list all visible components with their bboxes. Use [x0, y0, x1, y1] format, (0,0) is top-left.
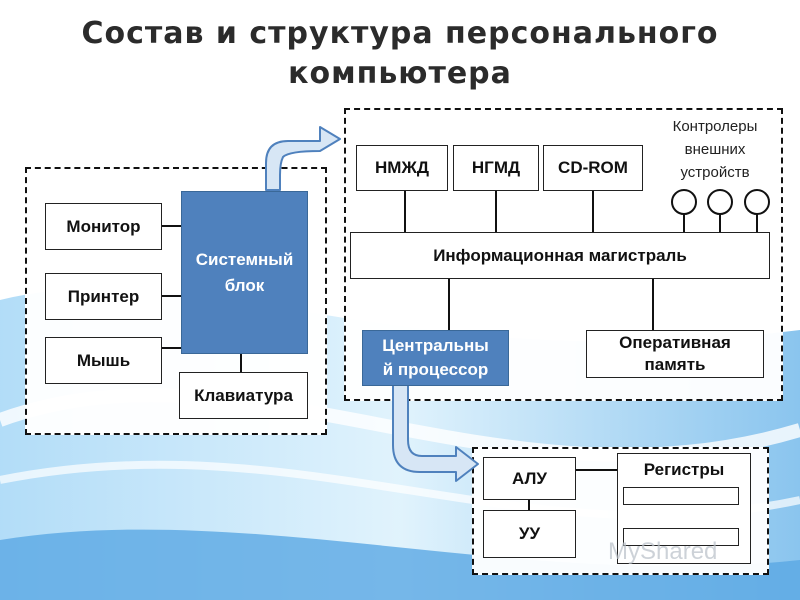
control-unit-box: УУ	[483, 510, 576, 558]
registers-label: Регистры	[643, 460, 725, 479]
cdrom-label: CD-ROM	[558, 158, 628, 177]
monitor-label: Монитор	[66, 216, 141, 236]
keyboard-label: Клавиатура	[194, 385, 293, 405]
ram-line-2: память	[644, 355, 706, 374]
register-slot-2	[623, 528, 739, 546]
system-block-line-1: Системный	[195, 249, 294, 269]
controllers-line-1: Контролеры	[672, 118, 758, 135]
information-bus-label: Информационная магистраль	[433, 245, 687, 265]
system-block-line-2: блок	[224, 275, 265, 295]
system-block-box: Системный блок	[181, 191, 308, 354]
hdd-box: НГМД	[453, 145, 539, 191]
register-slot-1	[623, 487, 739, 505]
controllers-line-2: внешних	[684, 141, 746, 158]
fdd-box: НМЖД	[356, 145, 448, 191]
cpu-line-1: Центральны	[382, 336, 489, 355]
controllers-caption: Контролеры внешних устройств	[653, 115, 777, 184]
controllers-line-3: устройств	[680, 164, 750, 181]
cpu-line-2: й процессор	[382, 360, 489, 379]
hdd-label: НГМД	[471, 158, 521, 177]
monitor-box: Монитор	[45, 203, 162, 250]
fdd-label: НМЖД	[375, 158, 429, 177]
title-line-1: Состав и структура персонального	[81, 16, 719, 51]
ram-box: Оперативная память	[586, 330, 764, 378]
alu-label: АЛУ	[512, 468, 547, 488]
cdrom-box: CD-ROM	[543, 145, 643, 191]
keyboard-box: Клавиатура	[179, 372, 308, 419]
watermark-text: MyShared	[608, 538, 718, 565]
printer-label: Принтер	[67, 286, 140, 306]
page-title: Состав и структура персонального компьют…	[40, 14, 760, 94]
control-unit-label: УУ	[518, 524, 541, 543]
printer-box: Принтер	[45, 273, 162, 320]
mouse-label: Мышь	[76, 350, 131, 370]
alu-box: АЛУ	[483, 457, 576, 500]
watermark-logo: MyShared	[608, 538, 717, 566]
mouse-box: Мышь	[45, 337, 162, 384]
ram-line-1: Оперативная	[619, 333, 731, 352]
title-line-2: компьютера	[288, 56, 512, 91]
cpu-box: Центральны й процессор	[362, 330, 509, 386]
information-bus-box: Информационная магистраль	[350, 232, 770, 279]
